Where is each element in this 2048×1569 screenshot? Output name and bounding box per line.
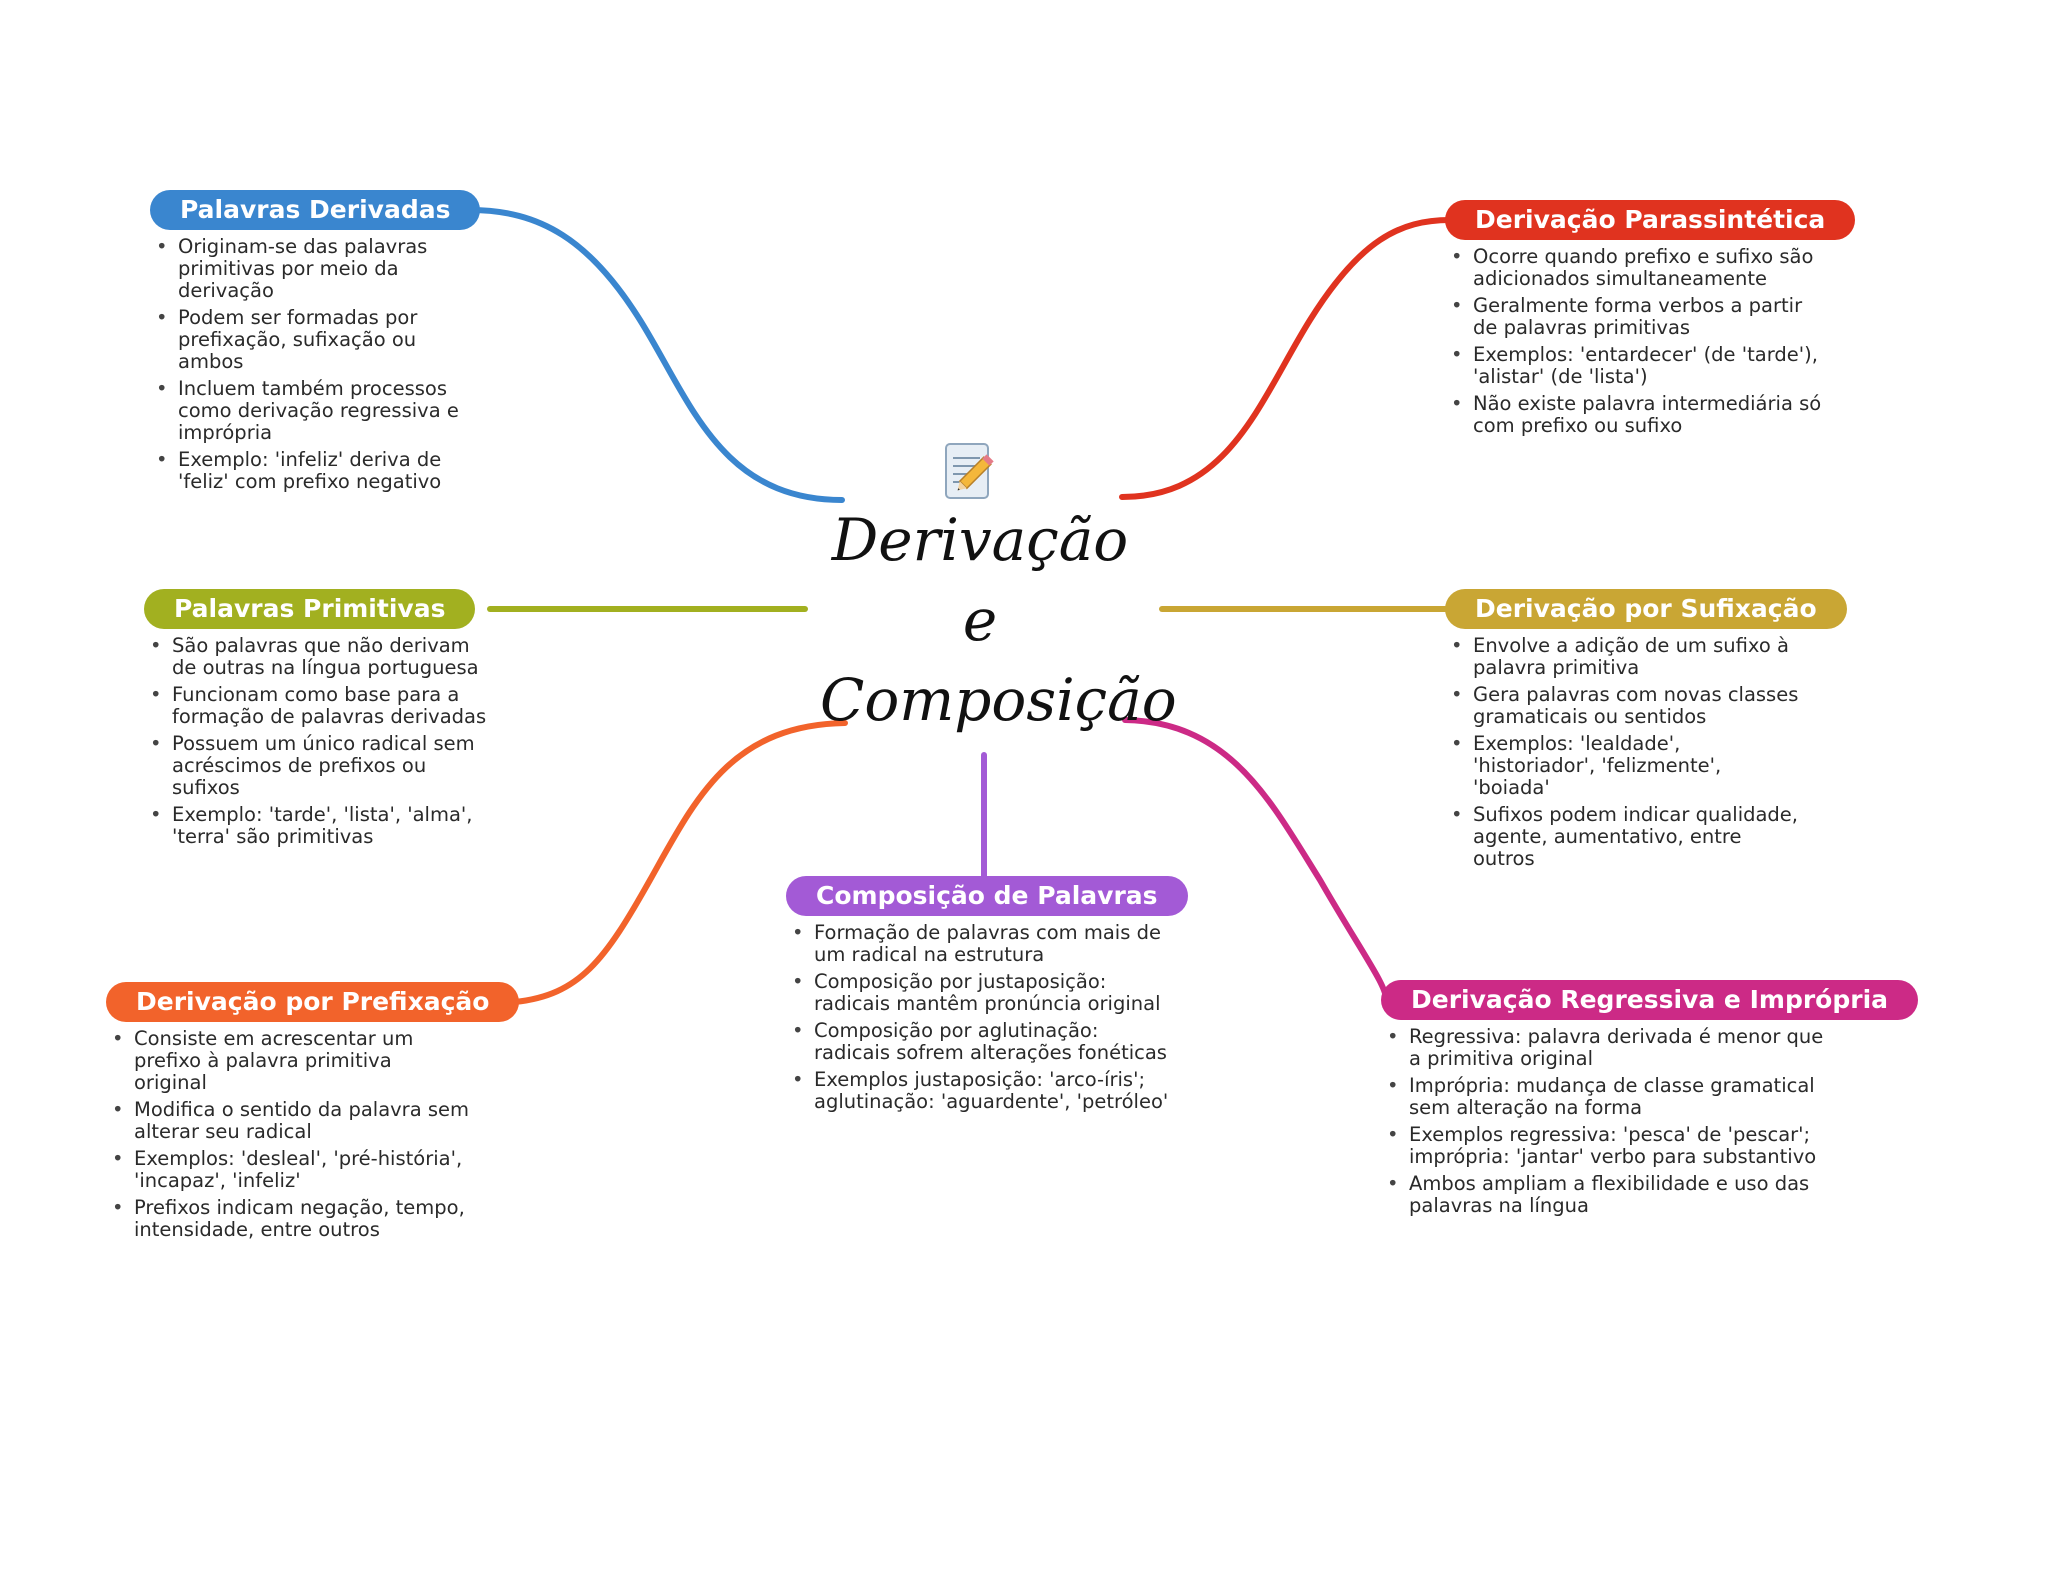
- branch-derivacao-parassintetica: Derivação Parassintética Ocorre quando p…: [1445, 200, 1905, 442]
- central-title-line-3: Composição: [820, 666, 1177, 734]
- list-item: Gera palavras com novas classes gramatic…: [1449, 684, 1799, 728]
- memo-pencil-icon: [942, 440, 998, 504]
- branch-derivacao-regressiva: Derivação Regressiva e Imprópria Regress…: [1381, 980, 1921, 1222]
- list-item: Composição por aglutinação: radicais sof…: [790, 1020, 1180, 1064]
- topic-derivacao-sufixacao[interactable]: Derivação por Sufixação: [1445, 589, 1847, 629]
- branch-derivacao-prefixacao: Derivação por Prefixação Consiste em acr…: [106, 982, 526, 1246]
- list-item: Exemplos regressiva: 'pesca' de 'pescar'…: [1385, 1124, 1835, 1168]
- topic-derivacao-prefixacao[interactable]: Derivação por Prefixação: [106, 982, 520, 1022]
- derivacao-regressiva-list: Regressiva: palavra derivada é menor que…: [1385, 1026, 1835, 1217]
- connector-derivacao-prefixacao: [512, 720, 848, 1005]
- list-item: Modifica o sentido da palavra sem altera…: [110, 1099, 470, 1143]
- list-item: Podem ser formadas por prefixação, sufix…: [154, 307, 474, 373]
- list-item: Não existe palavra intermediária só com …: [1449, 393, 1829, 437]
- topic-derivacao-parassintetica[interactable]: Derivação Parassintética: [1445, 200, 1856, 240]
- list-item: Envolve a adição de um sufixo à palavra …: [1449, 635, 1799, 679]
- list-item: Exemplos: 'entardecer' (de 'tarde'), 'al…: [1449, 344, 1829, 388]
- derivacao-parassintetica-list: Ocorre quando prefixo e sufixo são adici…: [1449, 246, 1829, 437]
- central-title-line-1: Derivação: [831, 506, 1129, 574]
- topic-composicao-palavras[interactable]: Composição de Palavras: [786, 876, 1188, 916]
- list-item: Prefixos indicam negação, tempo, intensi…: [110, 1197, 470, 1241]
- list-item: Imprópria: mudança de classe gramatical …: [1385, 1075, 1835, 1119]
- connector-palavras-derivadas: [467, 207, 845, 503]
- topic-palavras-primitivas[interactable]: Palavras Primitivas: [144, 589, 476, 629]
- list-item: Exemplos: 'desleal', 'pré-história', 'in…: [110, 1148, 470, 1192]
- topic-palavras-derivadas[interactable]: Palavras Derivadas: [150, 190, 481, 230]
- list-item: Ambos ampliam a flexibilidade e uso das …: [1385, 1173, 1835, 1217]
- branch-palavras-primitivas: Palavras Primitivas São palavras que não…: [144, 589, 524, 853]
- list-item: Ocorre quando prefixo e sufixo são adici…: [1449, 246, 1829, 290]
- palavras-primitivas-list: São palavras que não derivam de outras n…: [148, 635, 488, 848]
- connector-derivacao-parassintetica: [1119, 217, 1453, 500]
- derivacao-sufixacao-list: Envolve a adição de um sufixo à palavra …: [1449, 635, 1799, 870]
- derivacao-prefixacao-list: Consiste em acrescentar um prefixo à pal…: [110, 1028, 470, 1241]
- list-item: São palavras que não derivam de outras n…: [148, 635, 488, 679]
- connector-derivacao-regressiva: [1122, 717, 1389, 1003]
- list-item: Originam-se das palavras primitivas por …: [154, 236, 474, 302]
- central-title-line-2: e: [962, 586, 998, 654]
- branch-palavras-derivadas: Palavras Derivadas Originam-se das palav…: [150, 190, 530, 498]
- list-item: Possuem um único radical sem acréscimos …: [148, 733, 488, 799]
- list-item: Formação de palavras com mais de um radi…: [790, 922, 1180, 966]
- list-item: Consiste em acrescentar um prefixo à pal…: [110, 1028, 470, 1094]
- list-item: Regressiva: palavra derivada é menor que…: [1385, 1026, 1835, 1070]
- branch-derivacao-sufixacao: Derivação por Sufixação Envolve a adição…: [1445, 589, 1865, 875]
- list-item: Exemplo: 'infeliz' deriva de 'feliz' com…: [154, 449, 474, 493]
- branch-composicao-palavras: Composição de Palavras Formação de palav…: [786, 876, 1206, 1118]
- topic-derivacao-regressiva[interactable]: Derivação Regressiva e Imprópria: [1381, 980, 1919, 1020]
- list-item: Composição por justaposição: radicais ma…: [790, 971, 1180, 1015]
- list-item: Geralmente forma verbos a partir de pala…: [1449, 295, 1829, 339]
- list-item: Sufixos podem indicar qualidade, agente,…: [1449, 804, 1799, 870]
- central-topic-title: Derivação e Composição: [820, 500, 1177, 740]
- list-item: Incluem também processos como derivação …: [154, 378, 474, 444]
- list-item: Exemplos: 'lealdade', 'historiador', 'fe…: [1449, 733, 1799, 799]
- composicao-palavras-list: Formação de palavras com mais de um radi…: [790, 922, 1180, 1113]
- palavras-derivadas-list: Originam-se das palavras primitivas por …: [154, 236, 474, 493]
- list-item: Funcionam como base para a formação de p…: [148, 684, 488, 728]
- list-item: Exemplo: 'tarde', 'lista', 'alma', 'terr…: [148, 804, 488, 848]
- list-item: Exemplos justaposição: 'arco-íris'; aglu…: [790, 1069, 1180, 1113]
